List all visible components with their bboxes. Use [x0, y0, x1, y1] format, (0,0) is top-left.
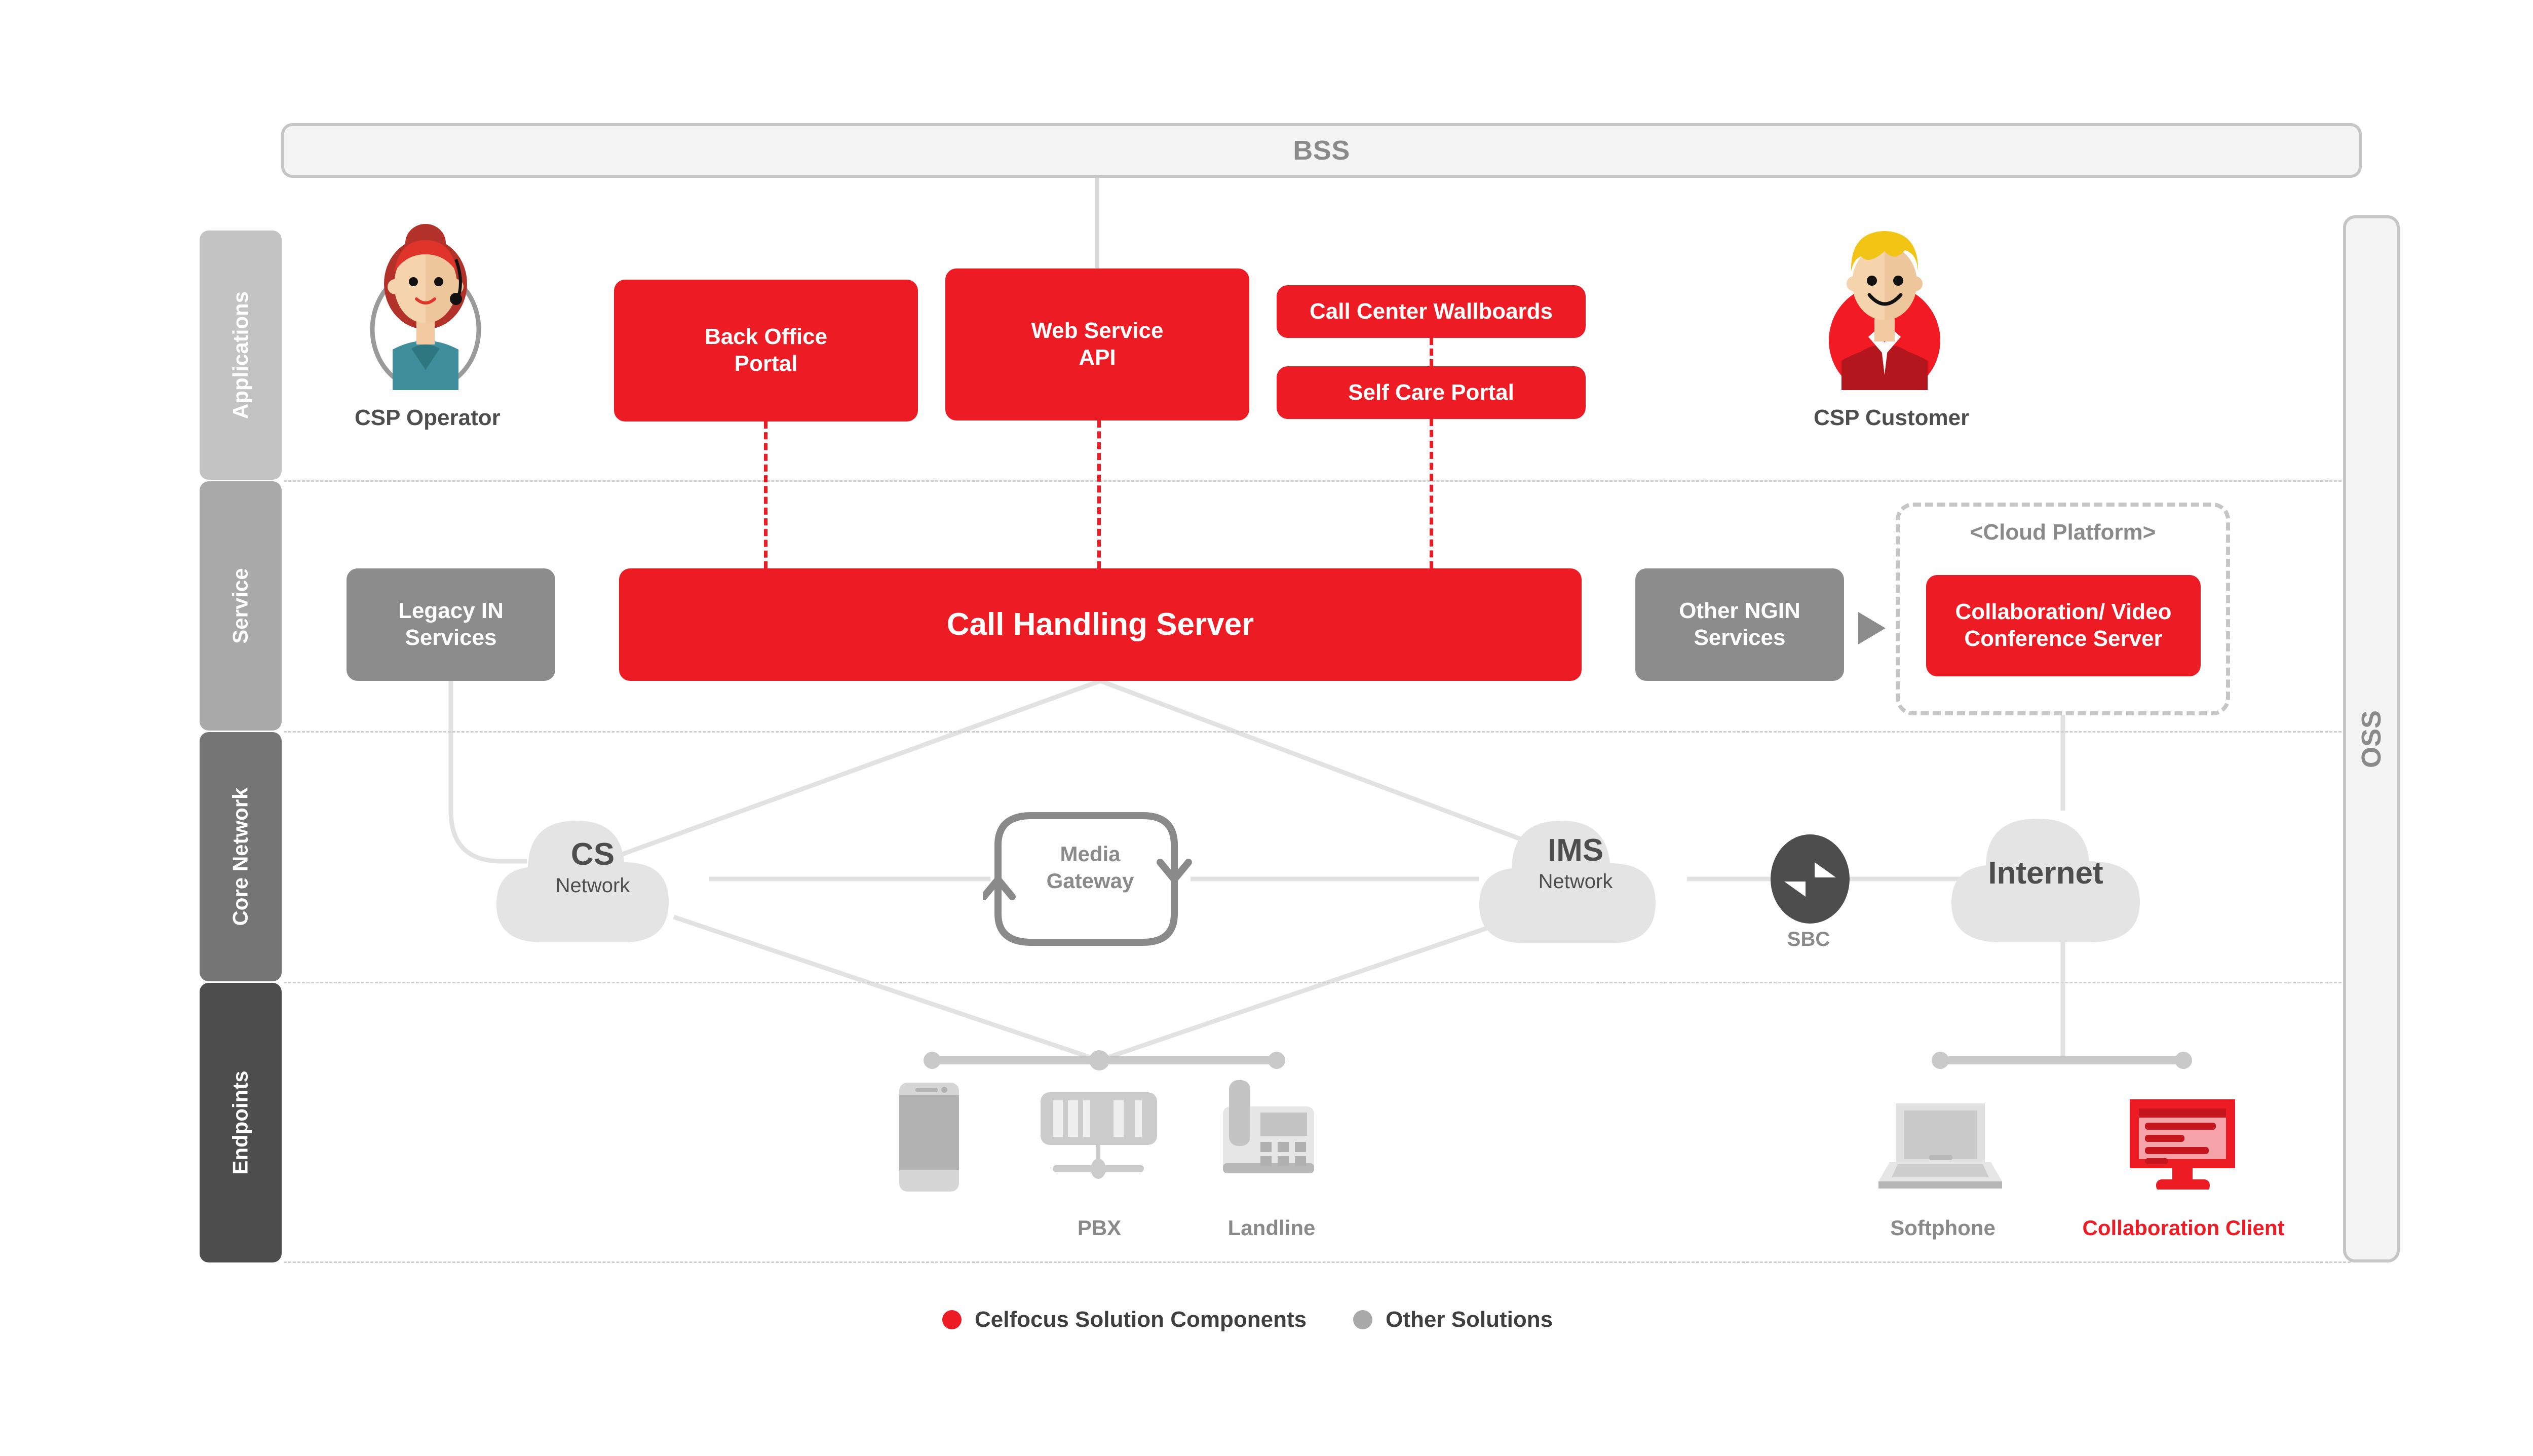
- bss-label: BSS: [1293, 135, 1350, 166]
- layer-tab-endpoints-label: Endpoints: [228, 1070, 252, 1175]
- service-box-legacy-in-services-line1: Legacy IN: [398, 598, 504, 624]
- cs-network-line2: Network: [555, 874, 630, 897]
- connector-web-service-to-call-handling: [1097, 420, 1101, 568]
- arrow-right-icon: [1858, 612, 1886, 644]
- app-box-back-office-portal-line1: Back Office: [704, 324, 828, 350]
- separator-service-core: [284, 731, 2351, 733]
- app-box-back-office-portal-line2: Portal: [734, 351, 798, 376]
- cloud-platform-container: [1896, 503, 2230, 715]
- legend-item-other: Other Solutions: [1353, 1307, 1553, 1332]
- layer-tab-core-network[interactable]: Core Network: [200, 732, 282, 981]
- ims-network-line2: Network: [1538, 870, 1613, 893]
- media-gateway-icon[interactable]: [983, 804, 1196, 956]
- softphone-label: Softphone: [1890, 1216, 1995, 1240]
- landline-phone-icon[interactable]: [1216, 1077, 1327, 1189]
- oss-label: OSS: [2356, 710, 2387, 768]
- legend: Celfocus Solution Components Other Solut…: [942, 1307, 1553, 1332]
- legend-dot-celfocus-icon: [942, 1310, 962, 1329]
- legend-item-celfocus: Celfocus Solution Components: [942, 1307, 1307, 1332]
- separator-applications-service: [284, 480, 2351, 482]
- internet-label: Internet: [1988, 856, 2103, 891]
- layer-tab-service[interactable]: Service: [200, 481, 282, 731]
- csp-customer-avatar: [1829, 231, 1940, 390]
- service-box-call-handling-server-label: Call Handling Server: [946, 606, 1254, 642]
- layer-tab-applications-label: Applications: [228, 291, 252, 419]
- csp-operator-avatar: [370, 224, 481, 390]
- layer-tab-endpoints[interactable]: Endpoints: [200, 983, 282, 1262]
- service-box-collaboration-line1: Collaboration/ Video: [1955, 599, 2172, 625]
- legend-dot-other-icon: [1353, 1310, 1373, 1329]
- service-box-legacy-in-services[interactable]: Legacy IN Services: [347, 568, 555, 681]
- cs-network-label: CS Network: [486, 839, 699, 897]
- app-box-call-center-wallboards[interactable]: Call Center Wallboards: [1277, 285, 1586, 338]
- media-gateway-line1: Media: [1060, 842, 1121, 866]
- ims-network-label: IMS Network: [1469, 835, 1682, 893]
- pbx-icon[interactable]: [1039, 1088, 1160, 1190]
- connector-back-office-to-call-handling: [764, 422, 767, 568]
- service-box-other-ngin-services-line2: Services: [1694, 625, 1786, 650]
- collaboration-client-label: Collaboration Client: [2082, 1216, 2285, 1240]
- service-box-collaboration-line2: Conference Server: [1964, 626, 2163, 651]
- service-box-call-handling-server[interactable]: Call Handling Server: [619, 568, 1582, 681]
- layer-tab-applications[interactable]: Applications: [200, 231, 282, 480]
- csp-customer-caption: CSP Customer: [1814, 405, 1970, 430]
- app-box-back-office-portal[interactable]: Back Office Portal: [614, 280, 918, 422]
- csp-operator-caption: CSP Operator: [355, 405, 501, 430]
- media-gateway-label: Media Gateway: [994, 841, 1186, 894]
- app-box-web-service-api-line1: Web Service: [1031, 318, 1164, 343]
- layer-tab-service-label: Service: [228, 568, 252, 644]
- app-box-call-center-wallboards-label: Call Center Wallboards: [1309, 298, 1553, 324]
- internet-cloud-icon[interactable]: [1941, 804, 2184, 951]
- landline-label: Landline: [1227, 1216, 1316, 1240]
- legend-label-other: Other Solutions: [1386, 1307, 1553, 1332]
- app-box-web-service-api-line2: API: [1079, 345, 1116, 370]
- service-box-other-ngin-services-line1: Other NGIN: [1679, 598, 1800, 624]
- app-box-web-service-api[interactable]: Web Service API: [945, 269, 1249, 420]
- mobile-phone-icon[interactable]: [894, 1080, 970, 1194]
- ims-network-cloud-icon[interactable]: [1469, 806, 1697, 952]
- cs-network-cloud-icon[interactable]: [486, 806, 709, 952]
- legend-label-celfocus: Celfocus Solution Components: [975, 1307, 1307, 1332]
- oss-bar: OSS: [2343, 215, 2400, 1262]
- ims-network-line1: IMS: [1547, 833, 1604, 868]
- sbc-label: SBC: [1787, 928, 1830, 950]
- connector-self-care-to-call-handling: [1430, 419, 1433, 568]
- separator-endpoints-bottom: [284, 1261, 2351, 1263]
- service-box-collaboration-video-conference-server[interactable]: Collaboration/ Video Conference Server: [1926, 575, 2201, 676]
- cs-network-line1: CS: [570, 837, 615, 872]
- cloud-platform-label: <Cloud Platform>: [1970, 520, 2156, 545]
- bss-bar: BSS: [281, 123, 2362, 178]
- softphone-laptop-icon[interactable]: [1874, 1100, 2011, 1192]
- sbc-icon[interactable]: [1762, 831, 1858, 927]
- layer-tab-core-network-label: Core Network: [228, 787, 252, 926]
- app-box-self-care-portal-label: Self Care Portal: [1348, 379, 1514, 405]
- service-box-other-ngin-services[interactable]: Other NGIN Services: [1635, 568, 1844, 681]
- app-box-self-care-portal[interactable]: Self Care Portal: [1277, 366, 1586, 419]
- media-gateway-line2: Gateway: [1046, 868, 1134, 893]
- separator-core-endpoints: [284, 982, 2351, 983]
- service-box-legacy-in-services-line2: Services: [405, 625, 497, 650]
- pbx-label: PBX: [1077, 1216, 1122, 1240]
- connector-wallboards-to-self-care: [1430, 338, 1433, 366]
- collaboration-client-monitor-icon[interactable]: [2128, 1098, 2239, 1190]
